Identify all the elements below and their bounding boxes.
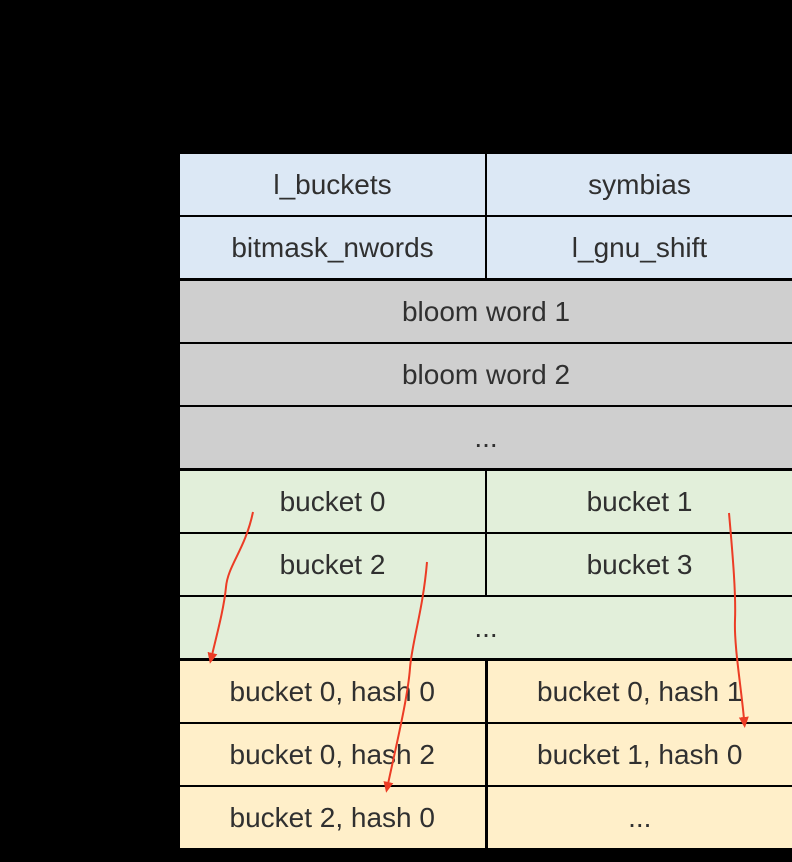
cell-bucket-0: bucket 0	[178, 468, 487, 534]
cell-bucket-0-hash-1: bucket 0, hash 1	[484, 658, 792, 724]
gnu-hash-table: l_buckets symbias bitmask_nwords l_gnu_s…	[178, 152, 792, 850]
cell-hashes-ellipsis: ...	[484, 785, 792, 850]
cell-l-gnu-shift: l_gnu_shift	[485, 215, 792, 281]
cell-bucket-2-hash-0: bucket 2, hash 0	[178, 785, 487, 850]
cell-bucket-1-hash-0: bucket 1, hash 0	[484, 722, 792, 787]
cell-buckets-ellipsis: ...	[178, 595, 792, 661]
cell-bitmask-nwords: bitmask_nwords	[178, 215, 487, 281]
cell-bucket-1: bucket 1	[485, 468, 792, 534]
cell-bucket-2: bucket 2	[178, 532, 487, 597]
cell-bloom-word-1: bloom word 1	[178, 278, 792, 344]
cell-bucket-3: bucket 3	[485, 532, 792, 597]
cell-l-buckets: l_buckets	[178, 152, 487, 217]
cell-bloom-ellipsis: ...	[178, 405, 792, 471]
cell-symbias: symbias	[485, 152, 792, 217]
cell-bloom-word-2: bloom word 2	[178, 342, 792, 407]
cell-bucket-0-hash-0: bucket 0, hash 0	[178, 658, 487, 724]
cell-bucket-0-hash-2: bucket 0, hash 2	[178, 722, 487, 787]
